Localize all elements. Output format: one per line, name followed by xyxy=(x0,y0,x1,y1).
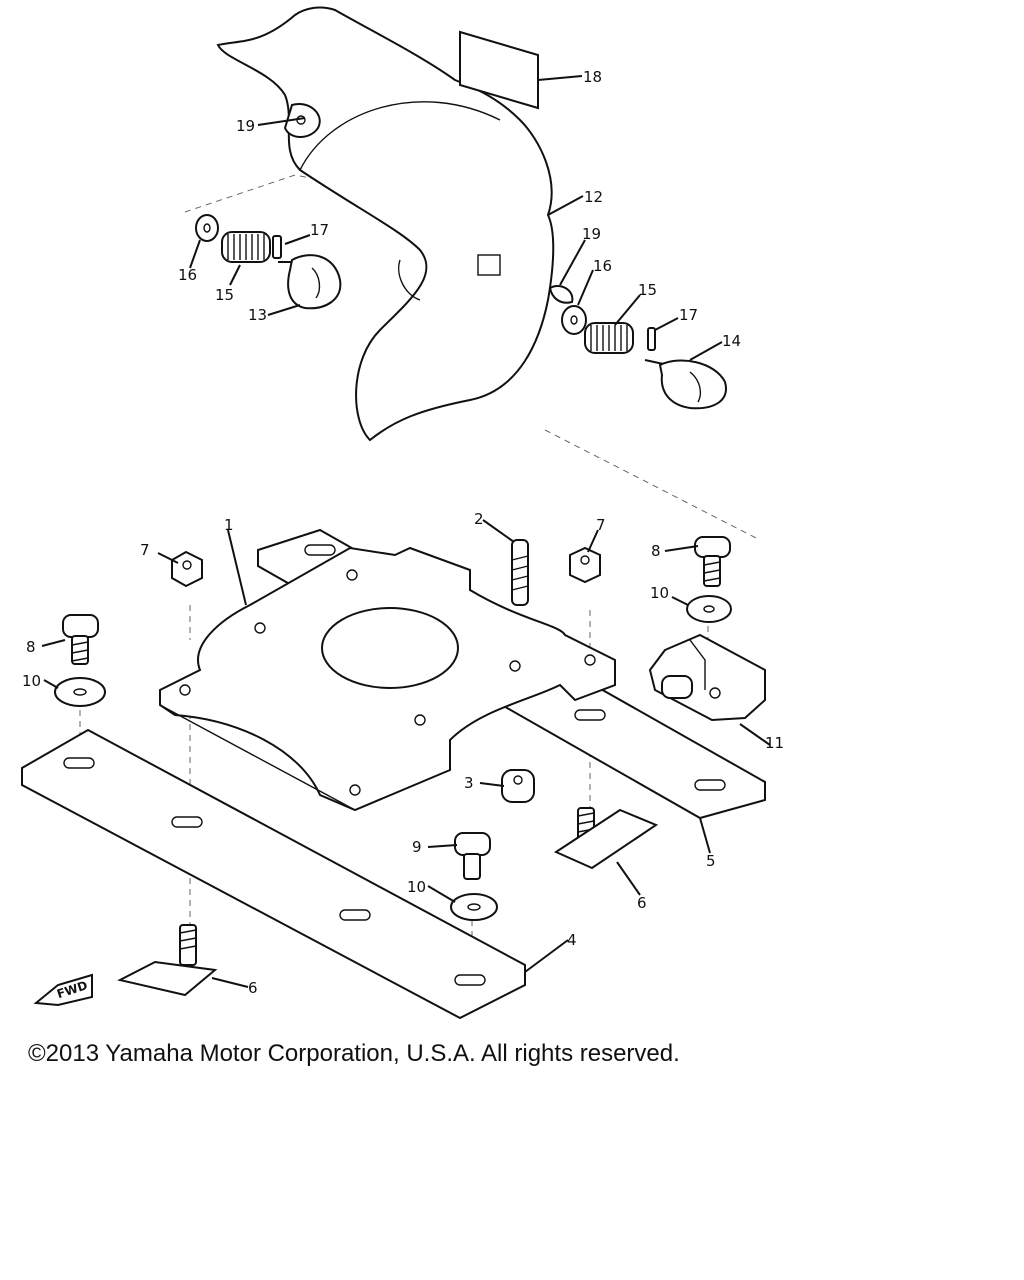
exploded-parts-diagram: FWD 18 19 12 17 16 xyxy=(21,6,784,1020)
clip-nut-part-6-right xyxy=(553,807,659,870)
nut-part-7-right xyxy=(569,546,601,584)
label-plate-part-18 xyxy=(459,30,539,110)
label-3: 3 xyxy=(464,774,474,792)
label-19-right: 19 xyxy=(582,225,601,243)
nut-part-7-left xyxy=(171,550,203,588)
label-7-left: 7 xyxy=(140,541,150,559)
label-6-right: 6 xyxy=(637,894,647,912)
bolt-part-8-right xyxy=(694,536,731,587)
washer-part-10-right xyxy=(686,595,732,623)
label-16-left: 16 xyxy=(178,266,197,284)
label-4: 4 xyxy=(567,931,577,949)
label-17-left: 17 xyxy=(310,221,329,239)
label-14: 14 xyxy=(722,332,741,350)
grommet-part-3 xyxy=(501,769,535,803)
label-2: 2 xyxy=(474,510,484,528)
pin-part-17-right xyxy=(647,327,656,351)
rail-part-4 xyxy=(21,728,526,1020)
label-5: 5 xyxy=(706,852,716,870)
label-10-left: 10 xyxy=(22,672,41,690)
copyright-notice: ©2013 Yamaha Motor Corporation, U.S.A. A… xyxy=(28,1040,680,1067)
label-11: 11 xyxy=(765,734,784,752)
pin-part-17-left xyxy=(272,235,282,259)
label-10-center: 10 xyxy=(407,878,426,896)
label-18: 18 xyxy=(583,68,602,86)
label-10-right: 10 xyxy=(650,584,669,602)
label-9: 9 xyxy=(412,838,422,856)
bolt-part-9 xyxy=(454,832,491,880)
label-7-right: 7 xyxy=(596,516,606,534)
washer-part-10-left xyxy=(54,677,106,707)
washer-part-10-center xyxy=(450,893,498,921)
base-plate-part-1 xyxy=(159,546,616,812)
spring-part-15-left xyxy=(221,231,271,263)
stud-part-2 xyxy=(511,539,529,606)
label-17-right: 17 xyxy=(679,306,698,324)
spring-part-15-right xyxy=(584,322,634,354)
label-13: 13 xyxy=(248,306,267,324)
label-1: 1 xyxy=(224,516,234,534)
label-8-left: 8 xyxy=(26,638,36,656)
fwd-arrow-icon: FWD xyxy=(33,973,93,1007)
knob-part-14 xyxy=(644,359,727,410)
leader-lines xyxy=(41,75,771,988)
label-15-left: 15 xyxy=(215,286,234,304)
part-labels: 18 19 12 17 16 15 13 19 16 15 17 14 1 2 … xyxy=(22,68,784,997)
label-19-left: 19 xyxy=(236,117,255,135)
bolt-part-8-left xyxy=(62,614,99,665)
bracket-part-11 xyxy=(648,633,766,722)
clip-nut-part-6-left xyxy=(117,924,218,997)
label-8-right: 8 xyxy=(651,542,661,560)
right-knob-assembly xyxy=(548,284,727,410)
label-16-right: 16 xyxy=(593,257,612,275)
knob-part-13 xyxy=(278,254,342,310)
left-knob-assembly xyxy=(195,214,342,310)
clip-part-19-right xyxy=(548,284,574,304)
label-15-right: 15 xyxy=(638,281,657,299)
label-12: 12 xyxy=(584,188,603,206)
label-6-left: 6 xyxy=(248,979,258,997)
